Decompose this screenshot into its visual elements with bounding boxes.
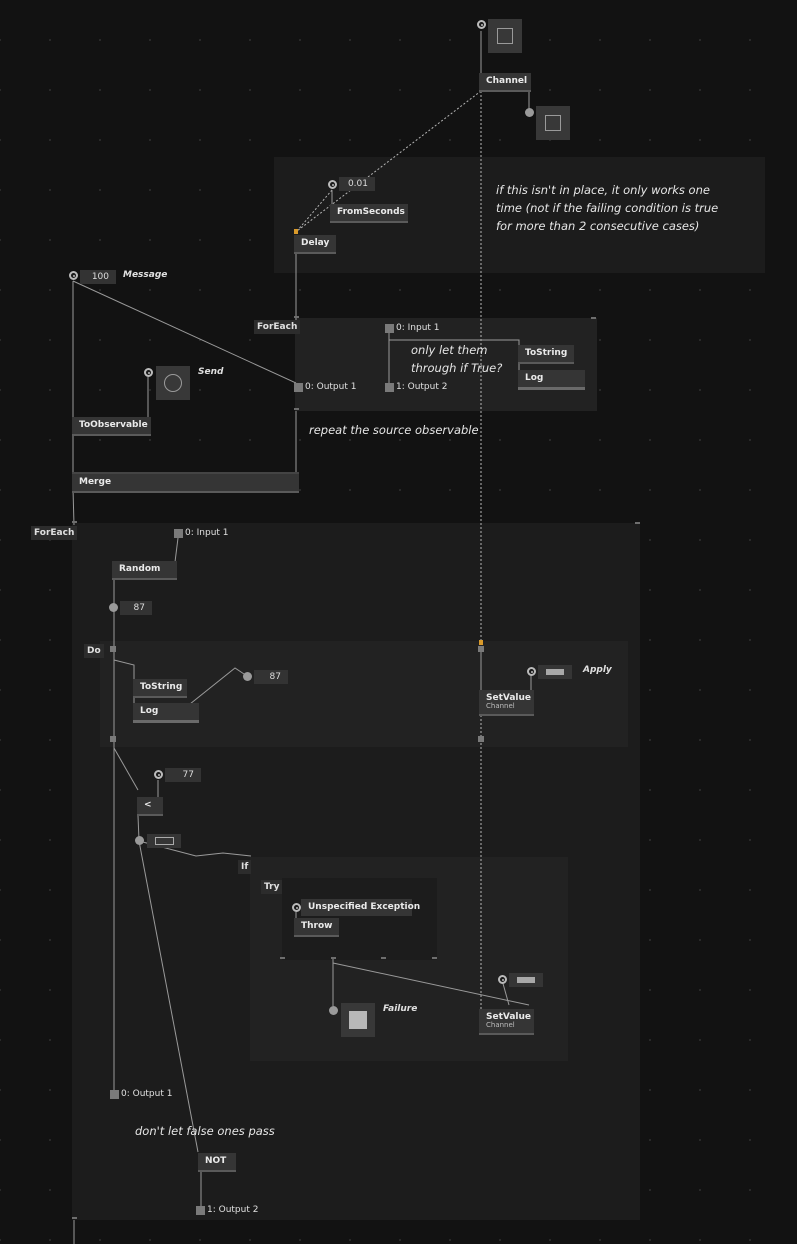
to-observable-node[interactable]: ToObservable — [72, 417, 151, 436]
toggle-bar-icon — [517, 977, 535, 983]
to-string-do-node[interactable]: ToString — [133, 679, 187, 698]
foreach-top-region — [295, 318, 597, 411]
region-tag-foreach-main[interactable]: ForEach — [31, 526, 78, 540]
channel-output-toggle[interactable] — [536, 106, 570, 140]
channel-node[interactable]: Channel — [479, 73, 531, 92]
main-input-label: 0: Input 1 — [185, 528, 229, 538]
log-value-box[interactable]: 87 — [254, 670, 288, 684]
not-node[interactable]: NOT — [198, 1153, 236, 1172]
toggle-bar-icon — [155, 837, 174, 845]
delay-node[interactable]: Delay — [294, 235, 336, 254]
do-channel-output-port[interactable] — [478, 736, 484, 742]
compare-trigger-port[interactable] — [154, 770, 163, 779]
pin-pad — [635, 522, 640, 524]
apply-label: Apply — [583, 665, 612, 675]
set-value-apply-sub: Channel — [486, 702, 515, 710]
pin-pad — [72, 1217, 77, 1219]
do-region — [100, 641, 628, 747]
comment-false-pass: don't let false ones pass — [135, 1124, 275, 1138]
empty-square-icon — [497, 28, 513, 44]
comment-failing-condition: if this isn't in place, it only works on… — [496, 183, 719, 233]
exception-text-box[interactable]: Unspecified Exception — [301, 899, 420, 916]
set-value-apply-title: SetValue — [486, 693, 532, 703]
comment-repeat-source: repeat the source observable — [309, 423, 479, 437]
set-value-failure-title: SetValue — [486, 1012, 532, 1022]
do-output-port[interactable] — [110, 736, 116, 742]
from-seconds-node[interactable]: FromSeconds — [330, 204, 408, 223]
less-than-node[interactable]: < — [137, 797, 163, 816]
send-button[interactable] — [156, 366, 190, 400]
send-trigger-port[interactable] — [144, 368, 153, 377]
exception-trigger-port[interactable] — [292, 903, 301, 912]
compare-result-toggle[interactable] — [147, 834, 181, 848]
filled-square-icon — [349, 1011, 367, 1029]
pin-pad — [432, 957, 437, 959]
log-do-node[interactable]: Log — [133, 703, 199, 723]
top-input-port[interactable] — [385, 324, 394, 333]
region-tag-try[interactable]: Try — [261, 880, 283, 894]
empty-square-icon — [545, 115, 561, 131]
seconds-value-box[interactable]: 0.01 — [339, 177, 375, 191]
circle-icon — [164, 374, 182, 392]
pin-pad — [294, 408, 299, 410]
toggle-bar-icon — [546, 669, 564, 675]
failure-toggle[interactable] — [341, 1003, 375, 1037]
region-tag-foreach-top[interactable]: ForEach — [254, 320, 301, 334]
main-output-1-label: 0: Output 1 — [121, 1089, 173, 1099]
merge-node[interactable]: Merge — [72, 472, 299, 493]
random-value-box[interactable]: 87 — [120, 601, 152, 615]
top-output-2-label: 1: Output 2 — [396, 382, 448, 392]
log-output-port[interactable] — [243, 672, 252, 681]
channel-output-port[interactable] — [525, 108, 534, 117]
pin-pad — [381, 957, 386, 959]
throw-node[interactable]: Throw — [294, 918, 339, 937]
failure-value-trigger-port[interactable] — [498, 975, 507, 984]
failure-output-port[interactable] — [329, 1006, 338, 1015]
pin-pad — [280, 957, 285, 959]
top-output-1-port[interactable] — [294, 383, 303, 392]
send-label: Send — [198, 367, 224, 377]
message-label: Message — [123, 270, 168, 280]
to-string-top-node[interactable]: ToString — [518, 345, 574, 364]
main-output-2-port[interactable] — [196, 1206, 205, 1215]
apply-toggle[interactable] — [538, 665, 572, 679]
log-top-node[interactable]: Log — [518, 370, 585, 390]
region-tag-do[interactable]: Do — [84, 644, 104, 658]
do-input-port[interactable] — [110, 646, 116, 652]
apply-trigger-port[interactable] — [527, 667, 536, 676]
set-value-failure-sub: Channel — [486, 1021, 515, 1029]
compare-output-port[interactable] — [135, 836, 144, 845]
region-tag-if[interactable]: If — [238, 860, 252, 874]
top-output-1-label: 0: Output 1 — [305, 382, 357, 392]
pin-pad — [72, 521, 77, 523]
failure-label: Failure — [383, 1004, 418, 1014]
message-value-box[interactable]: 100 — [80, 270, 116, 284]
pin-pad — [294, 316, 299, 318]
pin-pad — [331, 957, 336, 959]
random-output-port[interactable] — [109, 603, 118, 612]
main-output-2-label: 1: Output 2 — [207, 1205, 259, 1215]
pin-pad — [591, 317, 596, 319]
channel-trigger-port[interactable] — [477, 20, 486, 29]
failure-value-toggle[interactable] — [509, 973, 543, 987]
message-trigger-port[interactable] — [69, 271, 78, 280]
top-output-2-port[interactable] — [385, 383, 394, 392]
do-channel-input-port[interactable] — [478, 646, 484, 652]
top-input-label: 0: Input 1 — [396, 323, 440, 333]
main-input-port[interactable] — [174, 529, 183, 538]
channel-input-toggle[interactable] — [488, 19, 522, 53]
random-node[interactable]: Random — [112, 561, 177, 580]
main-output-1-port[interactable] — [110, 1090, 119, 1099]
seconds-trigger-port[interactable] — [328, 180, 337, 189]
compare-value-box[interactable]: 77 — [165, 768, 201, 782]
comment-only-true: only let them through if True? — [411, 343, 503, 375]
